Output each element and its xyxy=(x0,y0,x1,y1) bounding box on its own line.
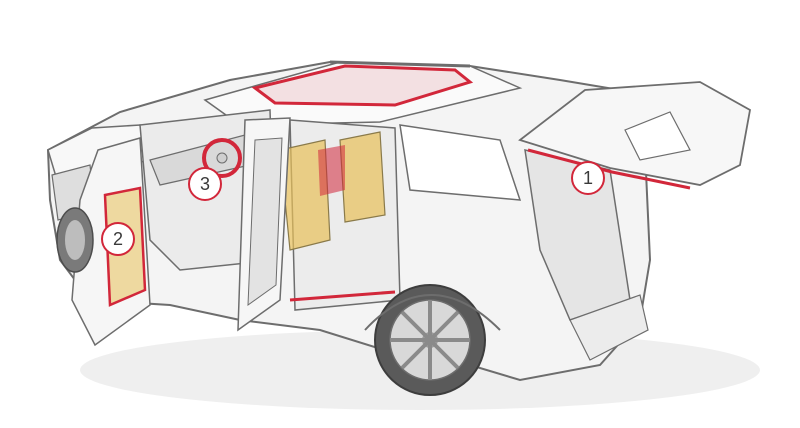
rear-door-inner xyxy=(247,137,283,307)
steering-hub xyxy=(216,152,228,164)
callout-marker-3: 3 xyxy=(188,167,222,201)
rear-wheel-arch xyxy=(364,294,501,331)
tailgate-window xyxy=(624,111,691,161)
callout-marker-1: 1 xyxy=(571,161,605,195)
rear-wheel xyxy=(374,284,486,396)
front-seat-back xyxy=(279,139,331,251)
sunroof-highlight xyxy=(251,64,474,107)
rear-seat-red xyxy=(318,145,345,196)
rear-side-window xyxy=(399,124,522,201)
rear-bumper xyxy=(569,294,649,361)
steering-wheel-highlight xyxy=(202,138,242,178)
rear-seat-back xyxy=(339,131,386,223)
tailgate-edge-highlight xyxy=(527,148,691,190)
door-sill-highlight xyxy=(289,290,396,302)
callout-marker-2: 2 xyxy=(101,222,135,256)
front-wheel xyxy=(56,207,94,273)
roof-rail xyxy=(329,60,471,68)
